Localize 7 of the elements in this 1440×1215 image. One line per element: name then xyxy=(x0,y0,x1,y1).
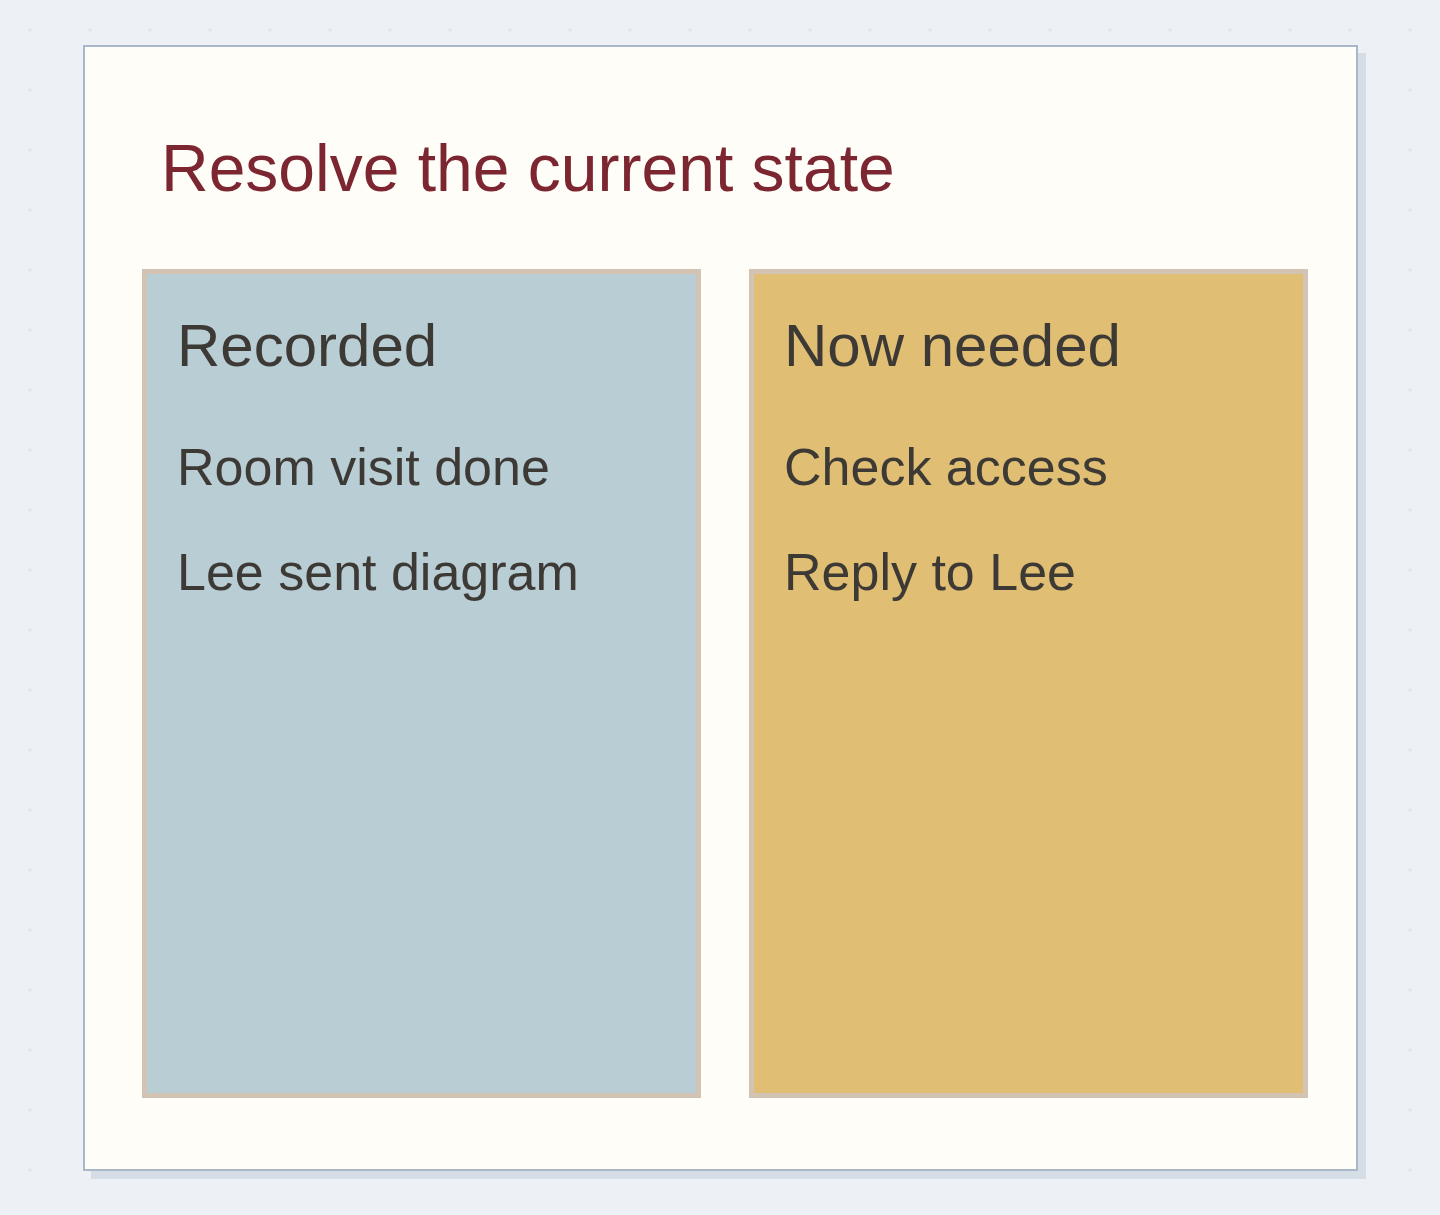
list-item: Room visit done xyxy=(177,441,550,493)
card-title: Resolve the current state xyxy=(161,135,895,201)
panel-heading: Now needed xyxy=(784,316,1121,376)
panel-heading: Recorded xyxy=(177,316,438,376)
list-panel xyxy=(749,269,1308,1098)
list-panel xyxy=(142,269,701,1098)
list-item: Check access xyxy=(784,441,1108,493)
